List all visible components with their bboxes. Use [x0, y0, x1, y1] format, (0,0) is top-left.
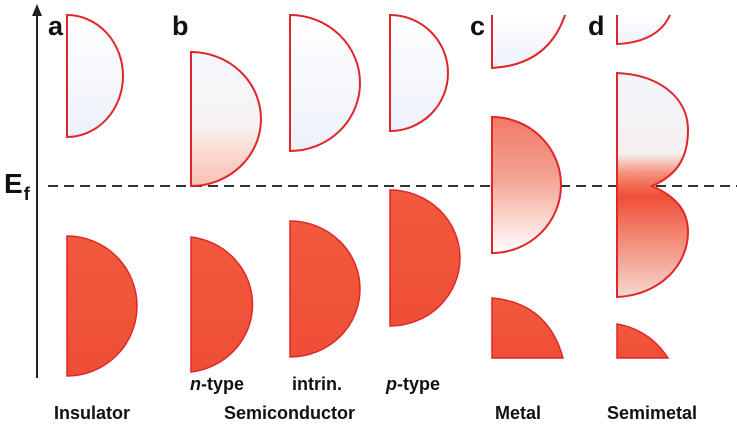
fermi-level-symbol: E: [4, 168, 23, 199]
panel-letter-c: c: [470, 11, 486, 41]
p-type-conduction-band: [389, 13, 449, 133]
n-type-valence-band: [190, 236, 254, 373]
intrinsic-label: intrin.: [292, 374, 342, 394]
metal-upper-band: [491, 14, 566, 70]
insulator-valence-band: [66, 235, 138, 377]
n-type-bands: [190, 50, 262, 373]
insulator-label: Insulator: [54, 403, 131, 423]
n-type-prefix: n: [190, 374, 201, 394]
metal-lower-band: [491, 297, 564, 359]
fermi-level-subscript: f: [23, 184, 30, 204]
p-type-bands: [389, 13, 461, 327]
metal-partially-filled-band: [491, 115, 562, 255]
intrinsic-conduction-band: [289, 13, 361, 153]
p-type-valence-band: [389, 189, 461, 327]
p-type-suffix: -type: [397, 374, 441, 394]
semimetal-label: Semimetal: [607, 403, 698, 423]
p-type-label: p-type: [386, 374, 440, 395]
metal-label: Metal: [495, 403, 542, 423]
n-type-label: n-type: [190, 374, 244, 395]
energy-axis-arrowhead-icon: [32, 4, 42, 16]
panel-letter-d: d: [588, 11, 605, 41]
semimetal-lower-band: [616, 323, 670, 359]
n-type-conduction-band: [190, 50, 262, 188]
intrinsic-bands: [289, 13, 361, 358]
metal-bands: [491, 14, 566, 359]
p-type-prefix: p: [386, 374, 397, 394]
semimetal-upper-band: [616, 14, 671, 46]
fermi-level-label: Ef: [4, 168, 30, 204]
semiconductor-label: Semiconductor: [224, 403, 356, 423]
energy-axis: [32, 4, 42, 378]
semimetal-overlapping-bands: [616, 71, 690, 299]
insulator-bands: [66, 13, 138, 377]
panel-letter-a: a: [48, 11, 64, 41]
semimetal-bands: [616, 14, 690, 359]
insulator-conduction-band: [66, 13, 124, 139]
intrinsic-valence-band: [289, 220, 361, 358]
panel-letter-b: b: [172, 11, 189, 41]
n-type-suffix: -type: [201, 374, 245, 394]
